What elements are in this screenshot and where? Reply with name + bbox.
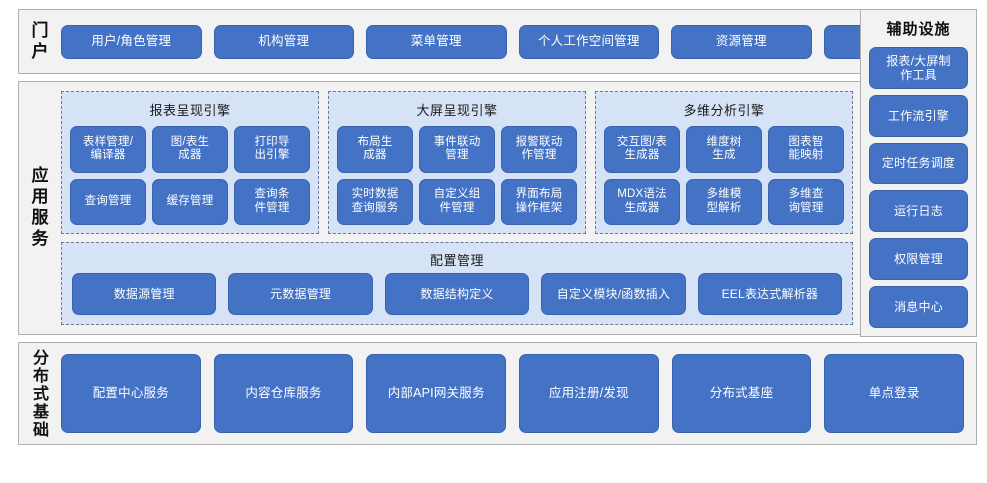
base-item-internal-api-gateway-service[interactable]: 内部API网关服务 [366, 354, 507, 433]
engine-item-chart-smart-mapping[interactable]: 图表智 能映射 [768, 126, 844, 173]
distributed-base-row: 分布式基础 配置中心服务 内容仓库服务 内部API网关服务 应用注册/发现 分布… [18, 342, 977, 445]
base-item-config-center-service[interactable]: 配置中心服务 [61, 354, 201, 433]
aux-item-runtime-log[interactable]: 运行日志 [869, 190, 968, 233]
config-item-datasource-management[interactable]: 数据源管理 [72, 273, 217, 315]
portal-item-personal-workspace-management[interactable]: 个人工作空间管理 [518, 24, 659, 59]
engine-item-chart-table-generator[interactable]: 图/表生 成器 [152, 126, 228, 173]
portal-item-menu-management[interactable]: 菜单管理 [366, 24, 507, 59]
application-services-body: 报表呈现引擎 表样管理/ 编译器 图/表生 成器 打印导 出引擎 查询管理 缓存… [57, 82, 863, 334]
auxiliary-facilities-title: 辅助设施 [886, 21, 951, 38]
engine-item-alarm-linkage-action-management[interactable]: 报警联动 作管理 [501, 126, 577, 173]
engine-item-ui-layout-operation-framework[interactable]: 界面布局 操作框架 [501, 178, 577, 225]
config-item-data-structure-definition[interactable]: 数据结构定义 [384, 273, 530, 315]
engine-item-multidimensional-query-management[interactable]: 多维查 询管理 [768, 178, 844, 225]
application-services-row: 应用服务 报表呈现引擎 表样管理/ 编译器 图/表生 成器 打印导 出引擎 查询… [18, 81, 864, 335]
distributed-base-item-list: 配置中心服务 内容仓库服务 内部API网关服务 应用注册/发现 分布式基座 单点… [57, 343, 976, 444]
application-services-section-label: 应用服务 [28, 166, 48, 250]
engine-multidimensional-analysis-items: 交互图/表 生成器 维度树 生成 图表智 能映射 MDX语法 生成器 多维模 型… [604, 126, 844, 225]
engine-item-query-management[interactable]: 查询管理 [70, 178, 146, 225]
engine-item-mdx-syntax-generator[interactable]: MDX语法 生成器 [604, 178, 680, 225]
engine-item-template-management-compiler[interactable]: 表样管理/ 编译器 [70, 126, 146, 173]
engine-report-rendering-title: 报表呈现引擎 [149, 103, 231, 118]
base-item-single-sign-on[interactable]: 单点登录 [824, 354, 965, 433]
config-item-eel-expression-parser[interactable]: EEL表达式解析器 [697, 273, 843, 315]
base-item-content-repository-service[interactable]: 内容仓库服务 [213, 354, 354, 433]
engine-multidimensional-analysis-title: 多维分析引擎 [683, 103, 765, 118]
aux-item-workflow-engine[interactable]: 工作流引擎 [869, 94, 968, 137]
configuration-management-group: 配置管理 数据源管理 元数据管理 数据结构定义 自定义模块/函数插入 EEL表达… [61, 242, 853, 325]
aux-item-report-dashboard-authoring-tool[interactable]: 报表/大屏制 作工具 [869, 47, 968, 89]
engine-large-screen-rendering: 大屏呈现引擎 布局生 成器 事件联动 管理 报警联动 作管理 实时数据 查询服务… [328, 91, 586, 234]
configuration-management-title: 配置管理 [429, 253, 484, 268]
engine-item-realtime-data-query-service[interactable]: 实时数据 查询服务 [337, 178, 413, 225]
base-item-app-registration-discovery[interactable]: 应用注册/发现 [519, 354, 659, 433]
portal-item-user-role-management[interactable]: 用户/角色管理 [61, 24, 202, 59]
portal-item-list: 用户/角色管理 机构管理 菜单管理 个人工作空间管理 资源管理 自助分析 [57, 10, 976, 73]
engine-item-custom-component-management[interactable]: 自定义组 件管理 [419, 178, 495, 225]
engine-group-list: 报表呈现引擎 表样管理/ 编译器 图/表生 成器 打印导 出引擎 查询管理 缓存… [61, 91, 853, 234]
engine-item-event-linkage-management[interactable]: 事件联动 管理 [419, 126, 495, 173]
engine-large-screen-rendering-items: 布局生 成器 事件联动 管理 报警联动 作管理 实时数据 查询服务 自定义组 件… [337, 126, 577, 225]
config-item-metadata-management[interactable]: 元数据管理 [228, 273, 373, 315]
engine-large-screen-rendering-title: 大屏呈现引擎 [416, 103, 498, 118]
auxiliary-facilities-panel: 辅助设施 报表/大屏制 作工具 工作流引擎 定时任务调度 运行日志 权限管理 消… [860, 9, 977, 337]
engine-item-interactive-chart-table-generator[interactable]: 交互图/表 生成器 [604, 126, 680, 173]
engine-report-rendering: 报表呈现引擎 表样管理/ 编译器 图/表生 成器 打印导 出引擎 查询管理 缓存… [61, 91, 319, 234]
portal-row: 门户 用户/角色管理 机构管理 菜单管理 个人工作空间管理 资源管理 自助分析 [18, 9, 977, 74]
portal-item-resource-management[interactable]: 资源管理 [671, 24, 812, 59]
engine-item-dimension-tree-generation[interactable]: 维度树 生成 [686, 126, 762, 173]
aux-item-scheduled-task-scheduler[interactable]: 定时任务调度 [869, 142, 968, 185]
configuration-management-items: 数据源管理 元数据管理 数据结构定义 自定义模块/函数插入 EEL表达式解析器 [72, 273, 843, 315]
engine-item-print-export-engine[interactable]: 打印导 出引擎 [234, 126, 310, 173]
engine-item-multidimensional-model-parsing[interactable]: 多维模 型解析 [686, 178, 762, 225]
engine-report-rendering-items: 表样管理/ 编译器 图/表生 成器 打印导 出引擎 查询管理 缓存管理 查询条 … [70, 126, 310, 225]
portal-panel: 门户 用户/角色管理 机构管理 菜单管理 个人工作空间管理 资源管理 自助分析 [18, 9, 977, 74]
engine-item-cache-management[interactable]: 缓存管理 [152, 178, 228, 225]
portal-section-label: 门户 [28, 20, 48, 63]
application-services-panel: 应用服务 报表呈现引擎 表样管理/ 编译器 图/表生 成器 打印导 出引擎 查询… [18, 81, 864, 335]
engine-item-layout-generator[interactable]: 布局生 成器 [337, 126, 413, 173]
portal-item-organization-management[interactable]: 机构管理 [213, 24, 354, 59]
aux-item-message-center[interactable]: 消息中心 [869, 286, 968, 328]
base-item-distributed-foundation[interactable]: 分布式基座 [671, 354, 812, 433]
distributed-base-panel: 分布式基础 配置中心服务 内容仓库服务 内部API网关服务 应用注册/发现 分布… [18, 342, 977, 445]
aux-item-permission-management[interactable]: 权限管理 [869, 238, 968, 281]
distributed-base-section-label: 分布式基础 [30, 348, 47, 439]
engine-item-query-condition-management[interactable]: 查询条 件管理 [234, 178, 310, 225]
config-item-custom-module-function-insertion[interactable]: 自定义模块/函数插入 [541, 273, 686, 315]
engine-multidimensional-analysis: 多维分析引擎 交互图/表 生成器 维度树 生成 图表智 能映射 MDX语法 生成… [595, 91, 853, 234]
